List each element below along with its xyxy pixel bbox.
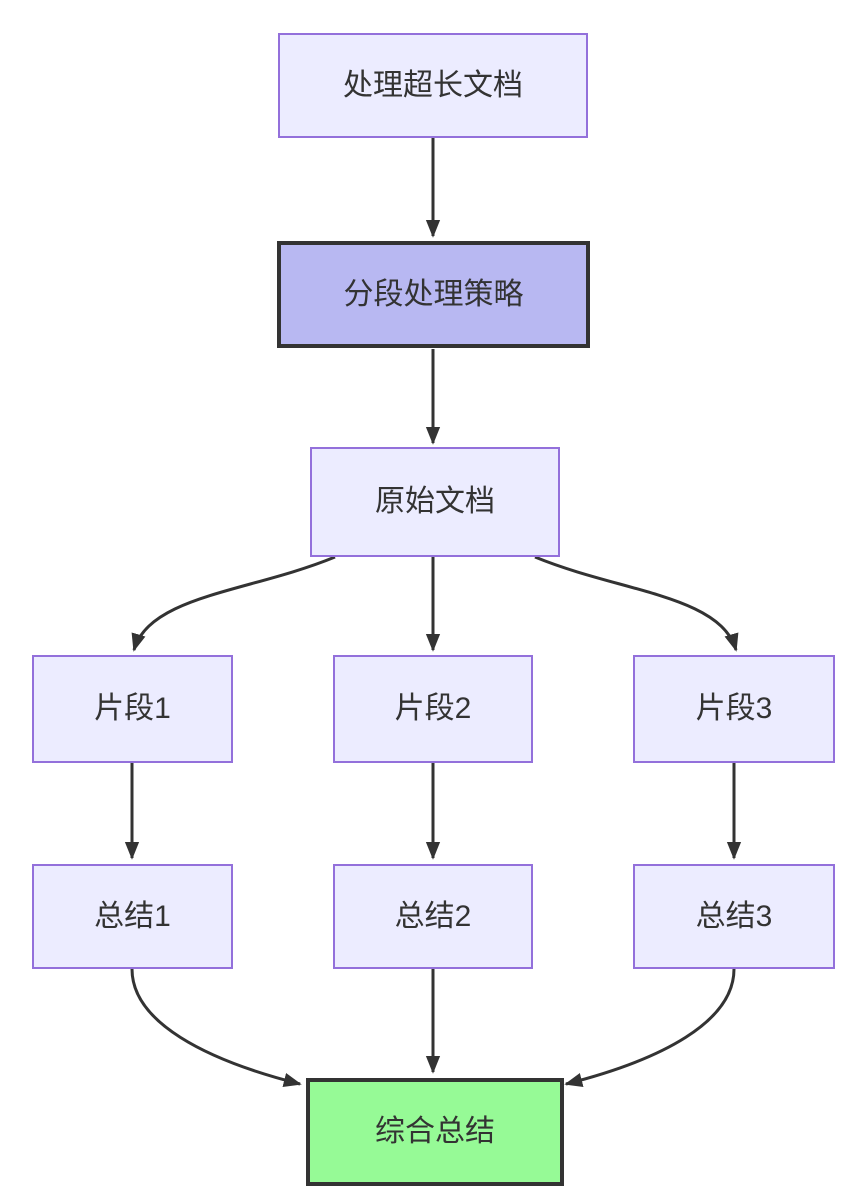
edge-summary1-to-final [130, 968, 302, 1088]
node-final-summary: 综合总结 [306, 1078, 564, 1186]
node-summary-1: 总结1 [32, 864, 233, 969]
node-fragment-3: 片段3 [633, 655, 835, 763]
node-fragment-1: 片段1 [32, 655, 233, 763]
edge-original-to-fragment3 [534, 555, 739, 652]
node-fragment-2: 片段2 [333, 655, 533, 763]
edge-summary3-to-final [564, 968, 736, 1088]
node-process-long-doc: 处理超长文档 [278, 33, 588, 138]
node-original-doc: 原始文档 [310, 447, 560, 557]
edge-original-to-fragment1 [131, 555, 336, 652]
node-segment-strategy: 分段处理策略 [277, 241, 590, 348]
node-summary-3: 总结3 [633, 864, 835, 969]
node-summary-2: 总结2 [333, 864, 533, 969]
